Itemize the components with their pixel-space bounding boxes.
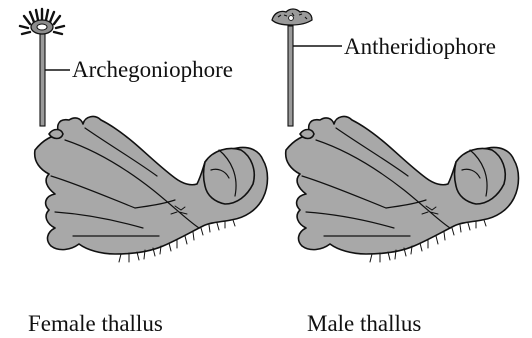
female-thallus	[35, 117, 268, 262]
antheridiophore-stalk	[288, 26, 293, 126]
antheridiophore-head	[272, 9, 312, 25]
antheridiophore-label: Antheridiophore	[344, 34, 496, 59]
archegoniophore-head	[20, 9, 64, 34]
archegoniophore-stalk	[40, 34, 45, 126]
male-thallus	[286, 117, 519, 262]
female-caption: Female thallus	[28, 311, 163, 336]
male-caption: Male thallus	[307, 311, 421, 336]
archegoniophore-label: Archegoniophore	[72, 57, 233, 82]
female-plant: Archegoniophore Female thallus	[20, 9, 268, 336]
male-plant: Antheridiophore Male thallus	[272, 9, 519, 336]
